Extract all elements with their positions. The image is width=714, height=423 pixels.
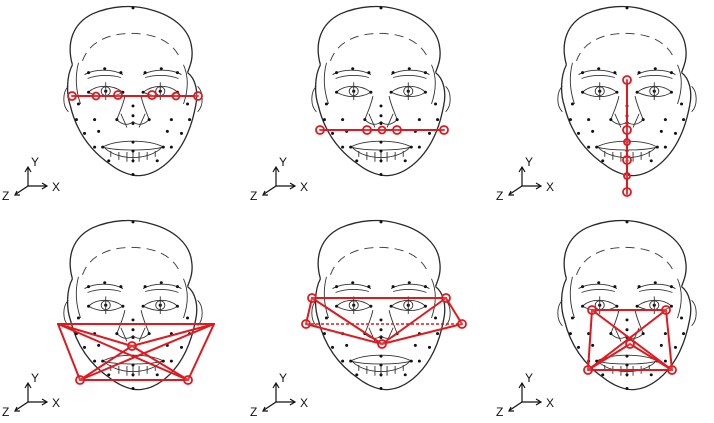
face-template <box>311 5 451 177</box>
highlight-midline <box>622 75 632 197</box>
axis-triad: Y X Z <box>496 371 554 419</box>
highlight-nose-line <box>315 125 449 135</box>
axis-x-label: X <box>546 396 554 410</box>
panel-eye-line: Y X Z <box>2 5 203 203</box>
panel-mouth-nose-cross: Y X Z <box>496 219 697 419</box>
panel-eye-nose-triangles: Y X Z <box>250 219 467 419</box>
axis-x-label: X <box>300 396 308 410</box>
axis-x-label: X <box>52 396 60 410</box>
axis-y-label: Y <box>525 155 533 169</box>
axis-triad: Y X Z <box>250 371 308 419</box>
highlight-eye-nose-triangles <box>301 293 467 349</box>
axis-z-label: Z <box>2 189 9 203</box>
face-template <box>63 219 203 391</box>
axis-z-label: Z <box>250 405 257 419</box>
face-template <box>557 219 697 391</box>
axis-triad: Y X Z <box>496 155 554 203</box>
axis-y-label: Y <box>279 155 287 169</box>
axis-x-label: X <box>300 180 308 194</box>
highlight-eye-line <box>67 90 203 101</box>
face-template <box>63 5 203 177</box>
axis-y-label: Y <box>279 371 287 385</box>
panel-midline: Y X Z <box>496 5 697 203</box>
axis-triad: Y X Z <box>2 371 60 419</box>
axis-y-label: Y <box>31 155 39 169</box>
axis-y-label: Y <box>525 371 533 385</box>
axis-triad: Y X Z <box>250 155 308 203</box>
axis-x-label: X <box>546 180 554 194</box>
highlight-lower-face-triangles <box>57 323 215 385</box>
axis-y-label: Y <box>31 371 39 385</box>
axis-x-label: X <box>52 180 60 194</box>
axis-z-label: Z <box>496 189 503 203</box>
face-template <box>311 219 451 391</box>
axis-z-label: Z <box>250 189 257 203</box>
panel-lower-face-triangles: Y X Z <box>2 219 215 419</box>
axis-z-label: Z <box>496 405 503 419</box>
highlight-mouth-nose-cross <box>583 305 677 375</box>
axis-triad: Y X Z <box>2 155 60 203</box>
axis-z-label: Z <box>2 405 9 419</box>
panel-nose-line: Y X Z <box>250 5 451 203</box>
